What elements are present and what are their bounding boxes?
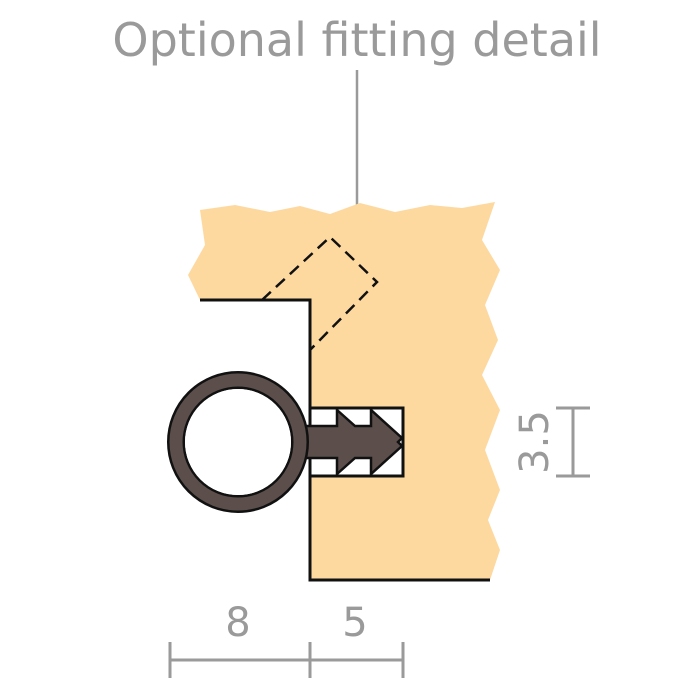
seal-bulb xyxy=(169,373,307,511)
dimension-label-5: 5 xyxy=(342,600,367,646)
dimension-label-3-5: 3.5 xyxy=(512,410,558,474)
diagram-title: Optional fitting detail xyxy=(112,13,601,67)
bottom-dimension xyxy=(168,642,405,678)
optional-fitting-outline xyxy=(261,235,379,351)
seal-barbed-stem xyxy=(298,407,404,477)
seal-hollow xyxy=(185,389,291,495)
dimension-label-8: 8 xyxy=(225,600,250,646)
right-dimension xyxy=(556,406,590,478)
